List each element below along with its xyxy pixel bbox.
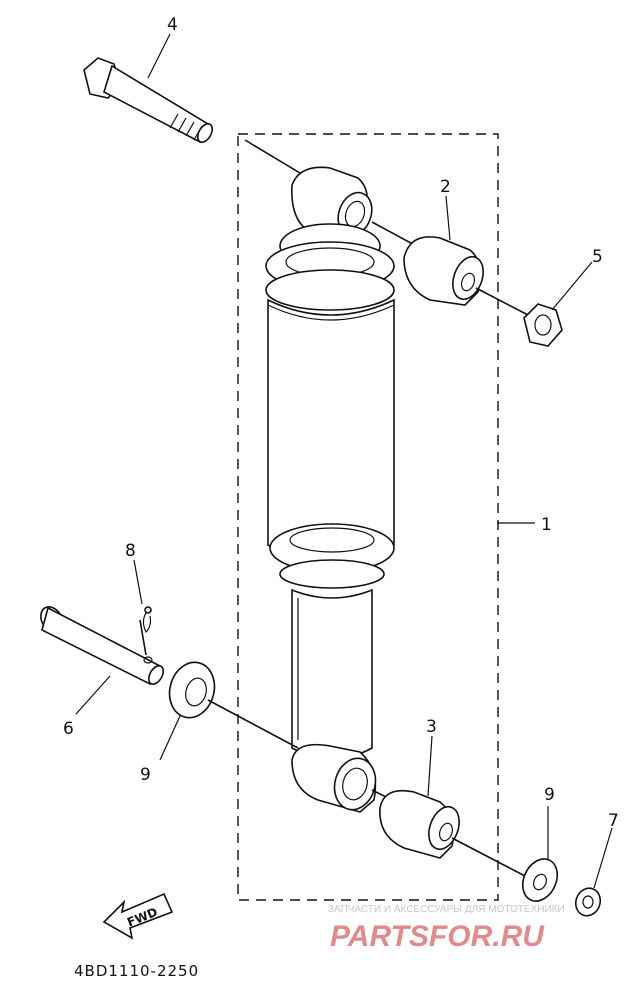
watermark-tagline: ЗАПЧАСТИ И АКСЕССУАРЫ ДЛЯ МОТОТЕХНИКИ: [328, 904, 565, 915]
clip-part-8: [142, 606, 152, 634]
fwd-arrow-icon: FWD: [102, 892, 174, 940]
washer-part-9-right: [521, 858, 559, 902]
pin-part-6: [40, 606, 165, 686]
callout-7: 7: [608, 811, 619, 831]
bolt-part-4: [83, 57, 306, 177]
callout-4: 4: [167, 15, 178, 35]
collar-part-2: [371, 221, 529, 316]
nut-part-7: [574, 887, 602, 917]
callout-8: 8: [125, 541, 136, 561]
nut-part-5: [523, 303, 563, 347]
callout-5: 5: [592, 247, 603, 267]
callout-2: 2: [440, 177, 451, 197]
callout-9-right: 9: [544, 785, 555, 805]
washer-part-9-left: [168, 661, 299, 749]
assembly-boundary: [237, 133, 499, 901]
shock-absorber-part-1: [265, 166, 395, 813]
callout-9-left: 9: [140, 765, 151, 785]
callout-6: 6: [63, 719, 74, 739]
callout-1: 1: [541, 515, 552, 535]
collar-part-3: [371, 789, 526, 877]
watermark-brand: PARTSFOR.RU: [330, 920, 545, 953]
leader-lines: [75, 33, 613, 889]
callout-3: 3: [426, 717, 437, 737]
part-code: 4BD1110-2250: [74, 962, 199, 980]
